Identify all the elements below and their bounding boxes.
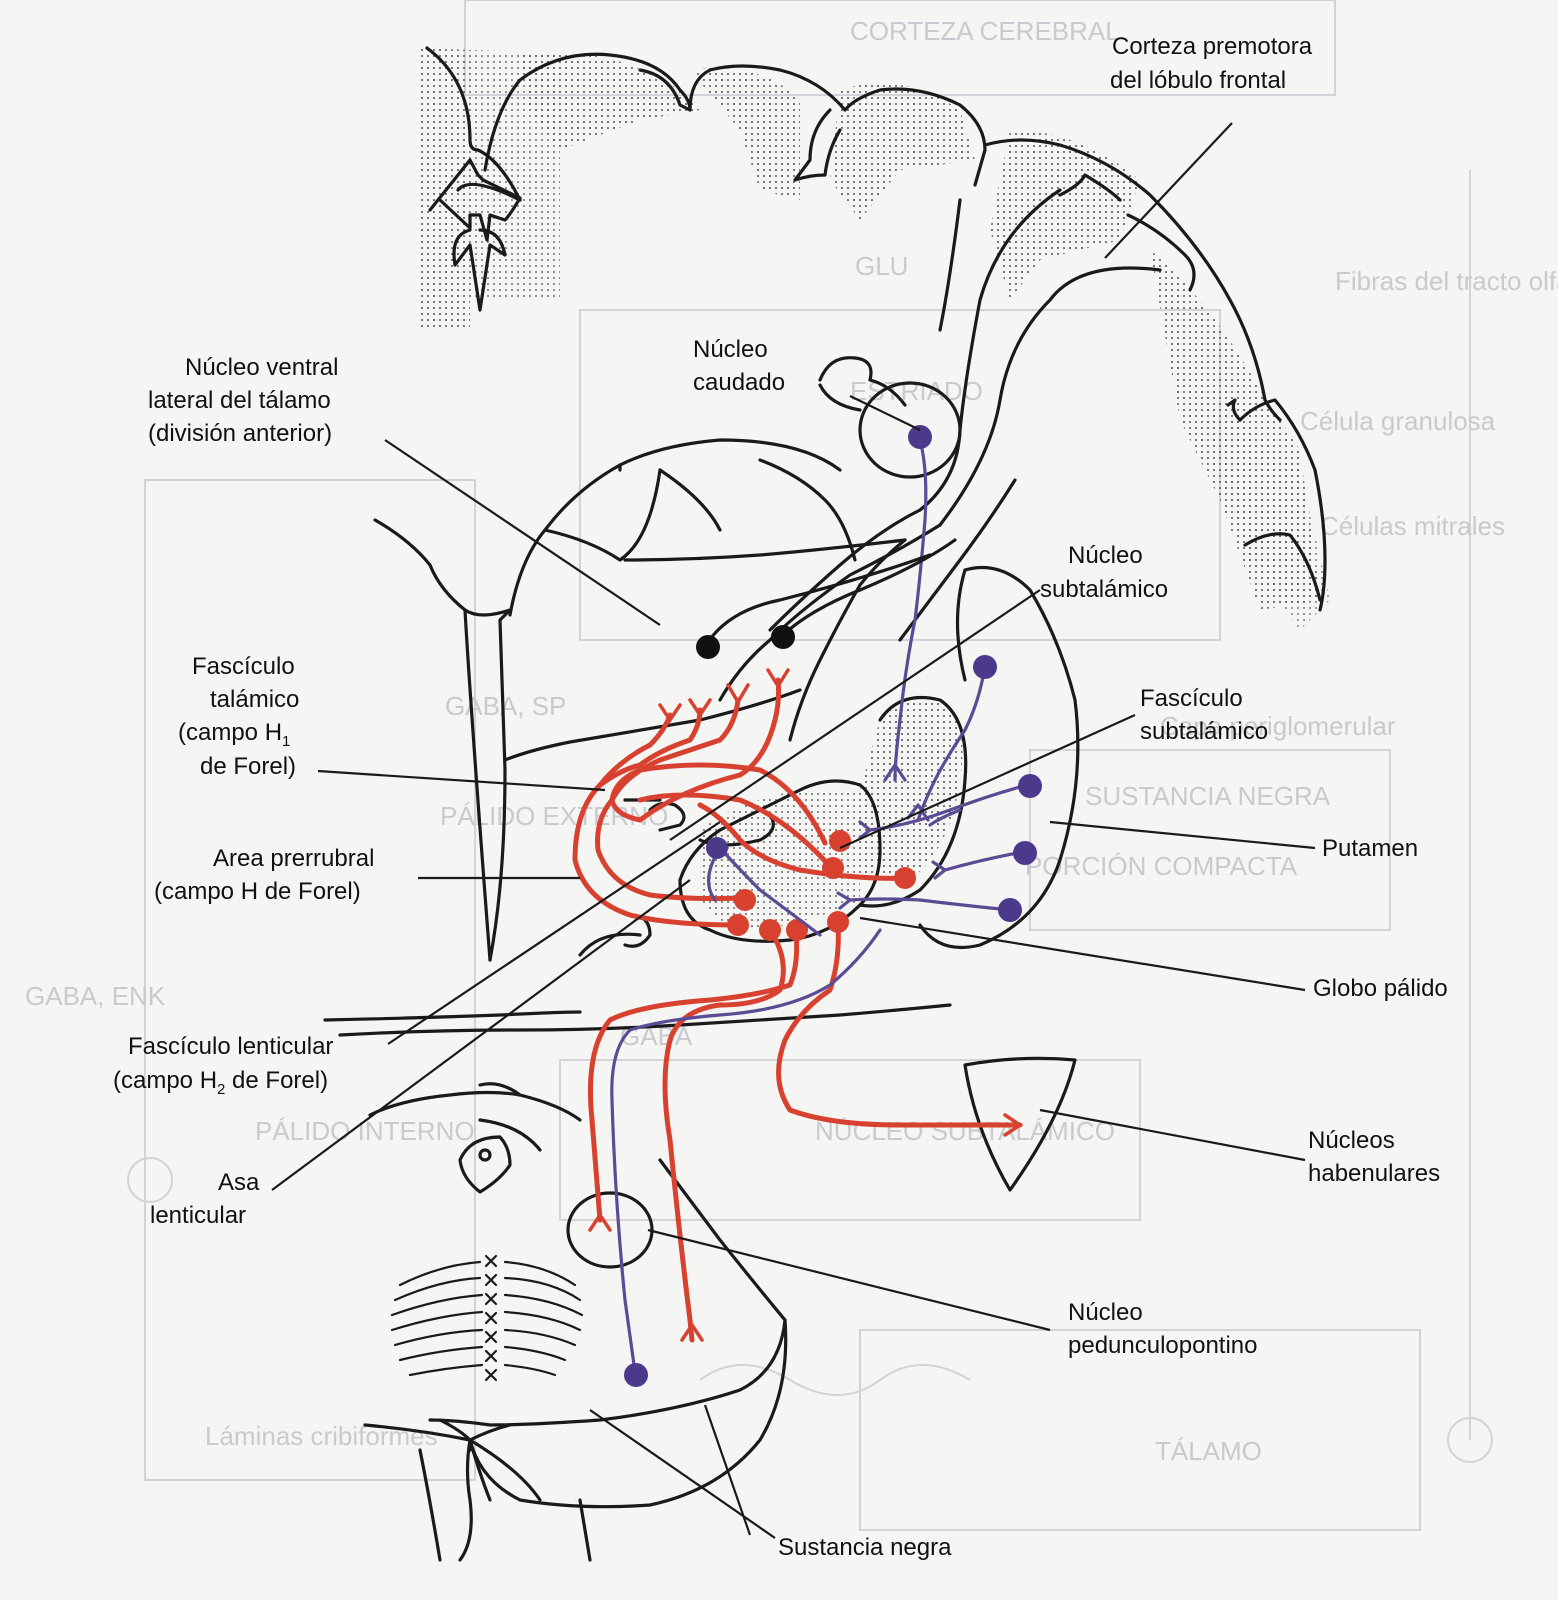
label-nucleo-subtalamico-1: Núcleo xyxy=(1068,542,1143,569)
bleed-text-12: TÁLAMO xyxy=(1155,1436,1262,1466)
label-asa-lenticular-2: lenticular xyxy=(150,1202,246,1229)
label-fasciculo-lenticular-2-text: (campo H xyxy=(113,1067,217,1094)
label-nucleo-ventral-1: Núcleo ventral xyxy=(185,354,338,381)
label-area-prerrubral-1: Area prerrubral xyxy=(213,845,374,872)
bleed-text-17: Láminas cribiformes xyxy=(205,1421,438,1451)
label-sustancia-negra: Sustancia negra xyxy=(778,1534,952,1561)
label-fasciculo-lenticular-1: Fascículo lenticular xyxy=(128,1033,333,1060)
label-fasciculo-talamico-3-text: (campo H xyxy=(178,719,282,746)
label-fasciculo-lenticular-2-sub: 2 xyxy=(217,1081,225,1098)
caudate-nucleus-shape xyxy=(818,356,962,479)
red-pallidal-pathways xyxy=(572,668,1024,1343)
label-nucleo-ventral-3: (división anterior) xyxy=(148,420,332,447)
label-nucleos-habenulares-2: habenulares xyxy=(1308,1160,1440,1187)
thalamocortical-projections xyxy=(696,538,957,659)
label-fasciculo-subtalamico-1: Fascículo xyxy=(1140,685,1243,712)
midbrain-outline xyxy=(323,1003,952,1562)
cortex-outline xyxy=(425,46,1327,612)
blue-pathways xyxy=(610,438,1029,1374)
label-fasciculo-lenticular-2-rest: de Forel) xyxy=(225,1067,328,1094)
label-globo-palido: Globo pálido xyxy=(1313,975,1448,1002)
label-nucleo-pedunculopontino-2: pedunculopontino xyxy=(1068,1332,1258,1359)
red-dots xyxy=(727,830,916,941)
label-fasciculo-talamico-4: de Forel) xyxy=(200,753,296,780)
label-nucleo-caudado-2: caudado xyxy=(693,369,785,396)
label-asa-lenticular-1: Asa xyxy=(218,1169,260,1196)
habenular-nuclei-shape xyxy=(963,1056,1077,1192)
bleed-text-6: SUSTANCIA NEGRA xyxy=(1085,781,1331,811)
label-fasciculo-lenticular-2: (campo H2 de Forel) xyxy=(113,1067,328,1098)
label-corteza-premotora-1: Corteza premotora xyxy=(1112,33,1313,60)
bleed-text-2: GLU xyxy=(855,251,908,281)
labels: Corteza premotora del lóbulo frontal Núc… xyxy=(113,33,1448,1561)
bleed-text-1: CORTEZA CEREBRAL xyxy=(850,16,1120,46)
bleed-text-13: Fibras del tracto olfatorio xyxy=(1335,266,1558,296)
thalamus-outline xyxy=(373,438,907,962)
label-area-prerrubral-2: (campo H de Forel) xyxy=(154,878,361,905)
leader-lines xyxy=(271,122,1316,1539)
bleed-text-4: GABA, SP xyxy=(445,691,566,721)
decussation-hatching xyxy=(390,1254,584,1382)
label-nucleo-subtalamico-2: subtalámico xyxy=(1040,576,1168,603)
blue-dots xyxy=(624,425,1042,1387)
label-nucleo-pedunculopontino-1: Núcleo xyxy=(1068,1299,1143,1326)
label-putamen: Putamen xyxy=(1322,835,1418,862)
label-fasciculo-subtalamico-2: subtalámico xyxy=(1140,718,1268,745)
subthalamic-structures xyxy=(578,798,686,957)
label-fasciculo-talamico-1: Fascículo xyxy=(192,653,295,680)
label-nucleo-ventral-2: lateral del tálamo xyxy=(148,387,331,414)
internal-capsule-fibers xyxy=(718,188,1162,742)
label-corteza-premotora-2: del lóbulo frontal xyxy=(1110,67,1286,94)
label-fasciculo-talamico-2: talámico xyxy=(210,686,299,713)
bleed-text-8: GABA, ENK xyxy=(25,981,166,1011)
label-nucleos-habenulares-1: Núcleos xyxy=(1308,1127,1395,1154)
cortex-stipple xyxy=(417,48,1330,630)
bleed-text-14: Célula granulosa xyxy=(1300,406,1496,436)
label-fasciculo-talamico-3-sub: 1 xyxy=(282,733,290,750)
bleed-text-10: NÚCLEO SUBTALÁMICO xyxy=(815,1116,1115,1146)
bleed-text-7: PORCIÓN COMPACTA xyxy=(1025,851,1298,881)
label-nucleo-caudado-1: Núcleo xyxy=(693,336,768,363)
bleed-text-16: Capa periglomerular xyxy=(1160,711,1396,741)
bleed-text-15: Células mitrales xyxy=(1320,511,1505,541)
label-fasciculo-talamico-3: (campo H1 xyxy=(178,719,290,750)
